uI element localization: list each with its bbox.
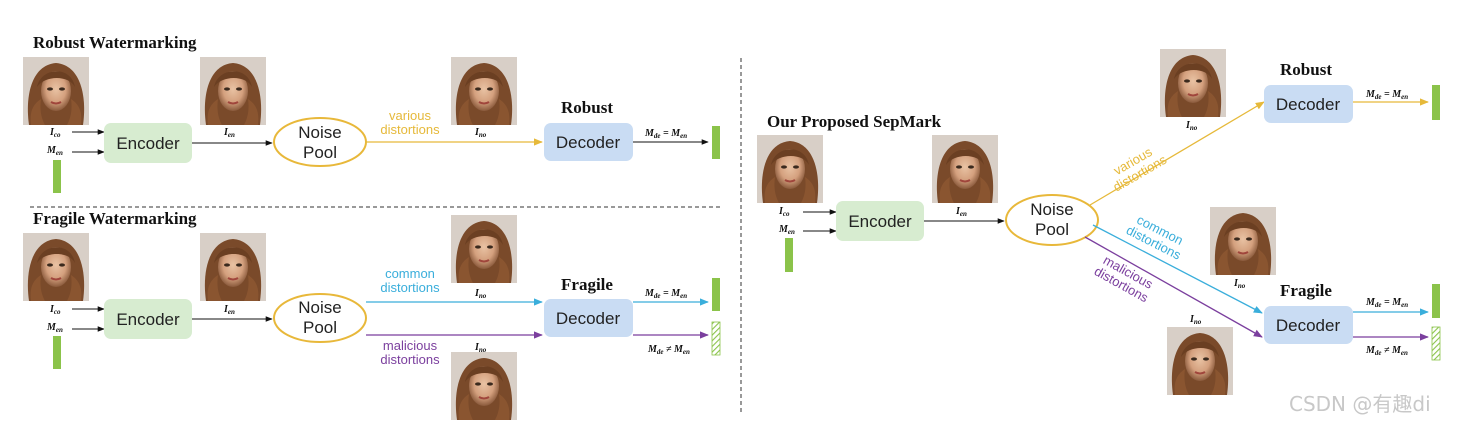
fragile-decoder-label: Decoder xyxy=(1276,316,1341,335)
decoded-message-bar xyxy=(712,278,720,311)
various-distortions-label-group: various distortions xyxy=(1110,144,1169,195)
arrow-common-distortions xyxy=(1092,224,1263,314)
csdn-watermark: CSDN @有趣di xyxy=(1289,392,1431,416)
mde-neq-men-label: Mde ≠ Men xyxy=(647,344,690,356)
malicious-distortions-label-2: distortions xyxy=(380,352,440,367)
message-bar xyxy=(785,238,793,272)
tampered-message-bar xyxy=(1431,326,1441,361)
tampered-message-bar xyxy=(711,321,721,356)
noise-pool-label-2: Pool xyxy=(303,318,337,337)
cover-image-face xyxy=(757,135,823,203)
decoder-label: Decoder xyxy=(556,133,621,152)
i-no-label: Ino xyxy=(474,288,487,300)
malicious-distortions-label-1: malicious xyxy=(383,338,438,353)
encoder-label: Encoder xyxy=(116,310,180,329)
noised-image-face-common xyxy=(451,215,517,283)
robust-decoder-box xyxy=(1264,85,1353,123)
fragile-decoder-title: Fragile xyxy=(561,275,613,294)
common-distortions-label-1: common xyxy=(385,266,435,281)
robust-decoder-title: Robust xyxy=(1280,60,1332,79)
mde-eq-men-label: Mde = Men xyxy=(1365,297,1408,309)
decoder-box xyxy=(544,123,633,161)
noise-pool-label-1: Noise xyxy=(298,123,341,142)
decoder-box xyxy=(544,299,633,337)
robust-watermarking-title: Robust Watermarking xyxy=(33,33,197,52)
message-bar xyxy=(53,336,61,369)
decoded-message-bar xyxy=(1432,284,1440,318)
noised-image-face-various xyxy=(1160,49,1226,117)
noise-pool-ellipse xyxy=(1005,194,1099,246)
various-distortions-label-1: various xyxy=(389,108,431,123)
i-en-label: Ien xyxy=(223,127,235,139)
m-en-label: Men xyxy=(46,322,63,334)
i-no-label: Ino xyxy=(474,342,487,354)
i-no-label: Ino xyxy=(1189,314,1202,326)
noise-pool-label-2: Pool xyxy=(303,143,337,162)
encoder-box xyxy=(104,299,192,339)
fragile-decoder-box xyxy=(1264,306,1353,344)
noise-pool-ellipse xyxy=(273,293,367,343)
decoder-label: Decoder xyxy=(556,309,621,328)
encoded-image-face xyxy=(932,135,998,203)
cover-image-face xyxy=(23,57,89,125)
arrow-various-distortions xyxy=(1089,101,1265,206)
robust-decoder-title: Robust xyxy=(561,98,613,117)
common-distortions-label-2: distortions xyxy=(380,280,440,295)
i-co-label: Ico xyxy=(49,304,61,316)
i-no-label: Ino xyxy=(1185,120,1198,132)
i-co-label: Ico xyxy=(778,206,790,218)
robust-decoder-label: Decoder xyxy=(1276,95,1341,114)
noise-pool-label-1: Noise xyxy=(1030,200,1073,219)
message-bar xyxy=(53,160,61,193)
various-distortions-label-2: distortions xyxy=(380,122,440,137)
noise-pool-label-1: Noise xyxy=(298,298,341,317)
sepmark-title: Our Proposed SepMark xyxy=(767,112,942,131)
decoded-message-bar xyxy=(712,126,720,159)
encoder-label: Encoder xyxy=(848,212,912,231)
cover-image-face xyxy=(23,233,89,301)
mde-eq-men-label: Mde = Men xyxy=(644,288,687,300)
mde-eq-men-label: Mde = Men xyxy=(644,128,687,140)
mde-eq-men-label: Mde = Men xyxy=(1365,89,1408,101)
noised-image-face xyxy=(451,57,517,125)
i-no-label: Ino xyxy=(1233,278,1246,290)
i-en-label: Ien xyxy=(955,206,967,218)
mde-neq-men-label: Mde ≠ Men xyxy=(1365,345,1408,357)
encoded-image-face xyxy=(200,57,266,125)
noised-image-face-malicious xyxy=(451,352,517,420)
i-en-label: Ien xyxy=(223,304,235,316)
m-en-label: Men xyxy=(46,145,63,157)
encoder-box xyxy=(836,201,924,241)
encoder-label: Encoder xyxy=(116,134,180,153)
i-no-label: Ino xyxy=(474,127,487,139)
fragile-decoder-title: Fragile xyxy=(1280,281,1332,300)
decoded-message-bar xyxy=(1432,85,1440,120)
m-en-label: Men xyxy=(778,224,795,236)
fragile-watermarking-title: Fragile Watermarking xyxy=(33,209,197,228)
encoded-image-face xyxy=(200,233,266,301)
arrow-malicious-distortions xyxy=(1084,236,1263,338)
noised-image-face-common xyxy=(1210,207,1276,275)
encoder-box xyxy=(104,123,192,163)
common-distortions-label-group: common distortions xyxy=(1124,212,1186,263)
i-co-label: Ico xyxy=(49,127,61,139)
noised-image-face-malicious xyxy=(1167,327,1233,395)
noise-pool-label-2: Pool xyxy=(1035,220,1069,239)
